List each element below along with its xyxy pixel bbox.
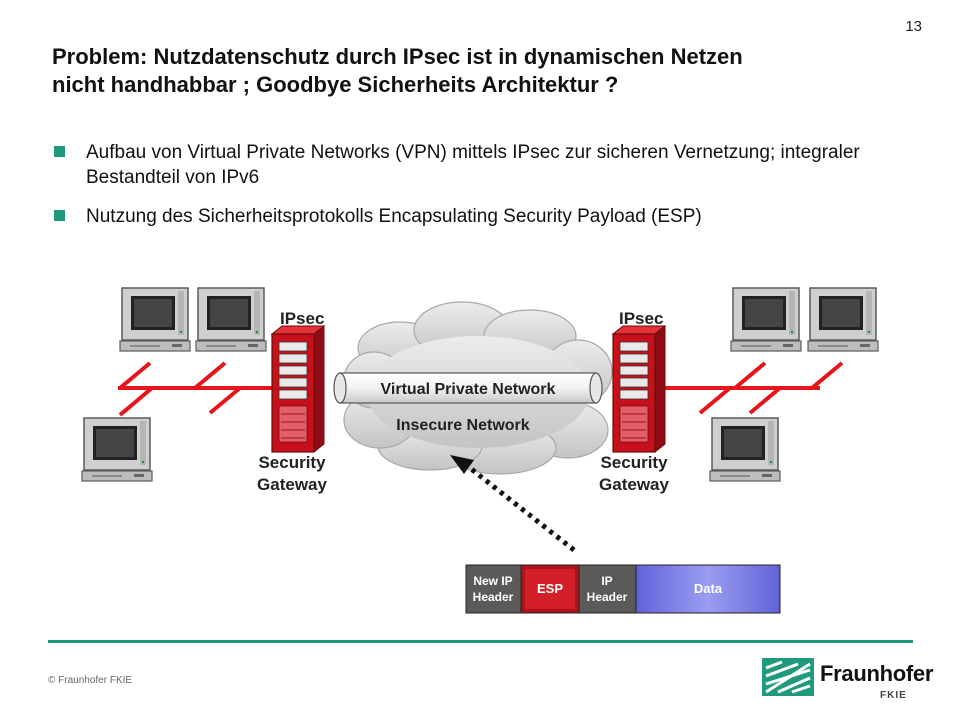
- bullet-text: Aufbau von Virtual Private Networks (VPN…: [86, 142, 860, 188]
- right-network-bus: [660, 361, 844, 415]
- packet-new-ip-header: [465, 564, 522, 614]
- insecure-network-label: Insecure Network: [396, 417, 529, 434]
- square-bullet-icon: [54, 146, 65, 157]
- computer-icon: [195, 287, 267, 352]
- bullet-list: Aufbau von Virtual Private Networks (VPN…: [52, 140, 912, 243]
- footer-divider: [48, 640, 913, 643]
- title-line-2: nicht handhabbar ; Goodbye Sicherheits A…: [52, 72, 619, 97]
- title-line-1: Problem: Nutzdatenschutz durch IPsec ist…: [52, 44, 743, 69]
- square-bullet-icon: [54, 210, 65, 221]
- packet-ip-label-1: IP: [601, 574, 612, 588]
- computer-icon: [730, 287, 802, 352]
- computer-icon: [807, 287, 879, 352]
- packet-new-ip-label-2: Header: [473, 590, 514, 604]
- packet-data-label: Data: [694, 581, 723, 596]
- bullet-item: Aufbau von Virtual Private Networks (VPN…: [52, 140, 912, 190]
- computer-icon: [709, 417, 781, 482]
- packet-ip-label-2: Header: [587, 590, 628, 604]
- logo-wordmark: Fraunhofer: [820, 661, 934, 686]
- esp-packet: [465, 564, 781, 614]
- packet-ip-header: [578, 564, 637, 614]
- logo-subtitle: FKIE: [880, 690, 907, 701]
- computer-icon: [119, 287, 191, 352]
- bullet-item: Nutzung des Sicherheitsprotokolls Encaps…: [52, 204, 912, 229]
- left-gateway-label-line2: Gateway: [257, 475, 327, 494]
- right-gateway-label-line2: Gateway: [599, 475, 669, 494]
- dotted-arrow: [450, 455, 576, 552]
- vpn-tunnel-label: Virtual Private Network: [381, 381, 556, 398]
- packet-data: [635, 564, 781, 614]
- bullet-text: Nutzung des Sicherheitsprotokolls Encaps…: [86, 206, 702, 227]
- left-ipsec-label: IPsec: [280, 309, 324, 328]
- packet-esp-label: ESP: [537, 581, 563, 596]
- computer-icon: [81, 417, 153, 482]
- packet-new-ip-label-1: New IP: [473, 574, 512, 588]
- right-ipsec-label: IPsec: [619, 309, 663, 328]
- right-gateway-label-line1: Security: [600, 453, 668, 472]
- page-number: 13: [905, 18, 922, 35]
- left-network-bus: [118, 361, 278, 417]
- slide-title: Problem: Nutzdatenschutz durch IPsec ist…: [52, 43, 912, 99]
- right-security-gateway-server: [612, 325, 666, 453]
- left-security-gateway-server: [271, 325, 325, 453]
- left-gateway-label-line1: Security: [258, 453, 326, 472]
- copyright-text: © Fraunhofer FKIE: [48, 675, 133, 686]
- fraunhofer-logo-icon: [762, 658, 814, 696]
- vpn-tunnel: [333, 372, 603, 404]
